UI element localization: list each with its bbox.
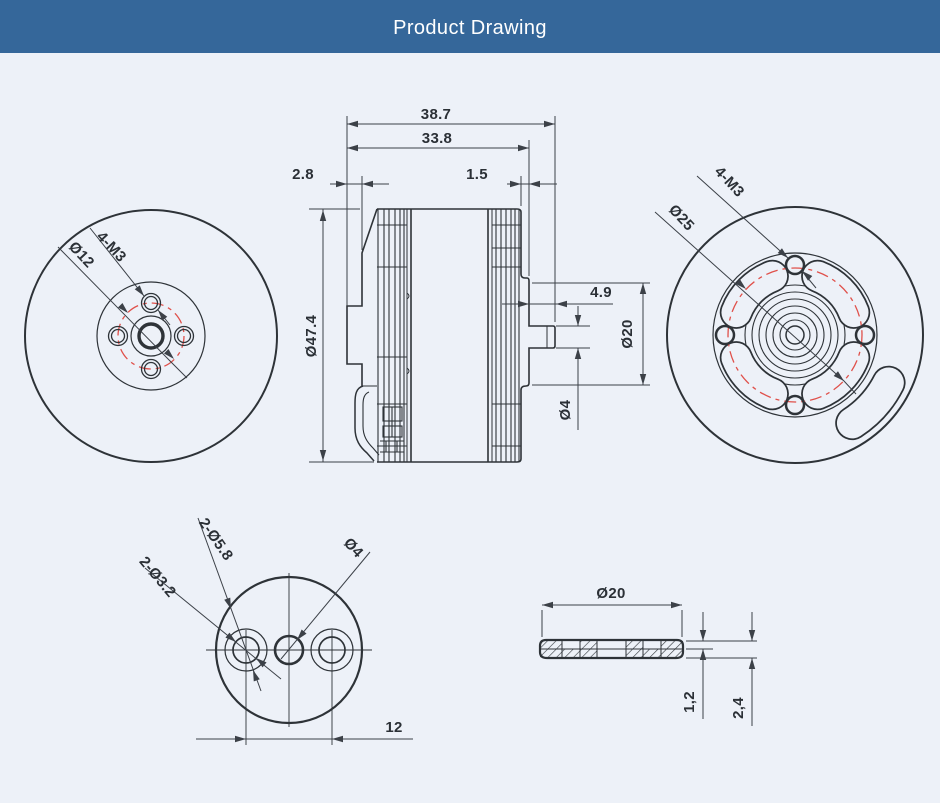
dim-overall-length: 38.7 (421, 106, 451, 123)
dim-hole-spacing: 12 (385, 719, 402, 736)
dim-shaft-length: 4.9 (590, 284, 612, 301)
bolt-circle-25 (727, 267, 863, 403)
dim-body-length: 33.8 (422, 130, 452, 147)
rear-mount-holes-m3 (714, 254, 876, 416)
left-fin-stack (377, 209, 412, 462)
dim-disc-diameter: Ø20 (596, 585, 625, 602)
dim-flange-offset: 2.8 (292, 166, 314, 183)
dim-step-thickness: 1,2 (681, 691, 698, 713)
wire-channel (380, 406, 404, 453)
dim-hub-diameter: Ø20 (619, 319, 636, 348)
rotor-rings (744, 284, 846, 386)
dim-cap-offset: 1.5 (466, 166, 488, 183)
right-fin-stack (487, 209, 520, 462)
mount-holes-m3 (107, 292, 195, 380)
page-title: Product Drawing (393, 17, 547, 39)
dim-shaft-diameter: Ø4 (557, 399, 574, 420)
rear-view-drawing: 4-M3 Ø25 (654, 163, 924, 464)
adapter-section-view: Ø20 1,2 2,4 (538, 585, 757, 726)
bolt-circle-12 (117, 302, 185, 370)
side-view-drawing: 38.7 33.8 2.8 1.5 Ø47.4 4.9 Ø20 Ø4 (292, 106, 650, 463)
dim-outer-diameter: Ø47.4 (303, 314, 320, 357)
dim-total-thickness: 2,4 (730, 697, 747, 719)
cooling-slots (719, 259, 906, 441)
side-dimensions: 38.7 33.8 2.8 1.5 Ø47.4 4.9 Ø20 Ø4 (292, 106, 650, 463)
header-bar (0, 0, 940, 53)
